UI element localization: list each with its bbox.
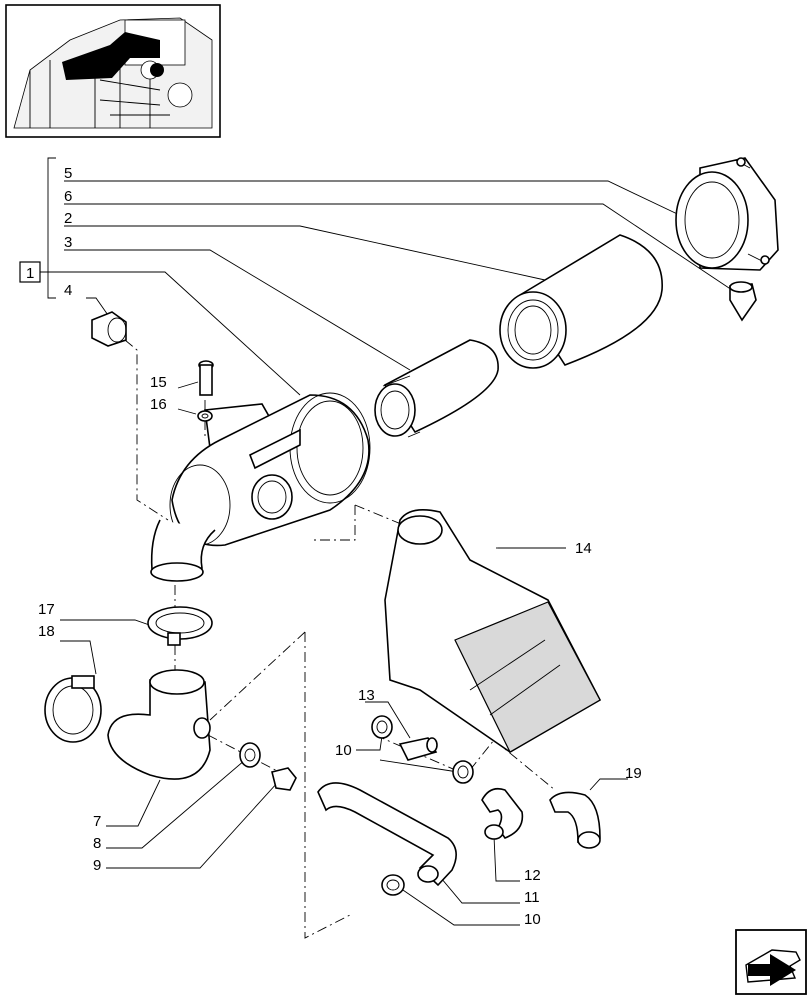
label-16: 16 bbox=[150, 396, 167, 413]
hose-clamp-mid bbox=[452, 760, 474, 784]
label-12: 12 bbox=[524, 867, 541, 884]
blanking-cap bbox=[271, 767, 297, 791]
intake-duct bbox=[384, 509, 602, 753]
long-breather-hose bbox=[317, 782, 457, 887]
label-17: 17 bbox=[38, 601, 55, 618]
label-7: 7 bbox=[93, 813, 101, 830]
hose-clamp-side bbox=[44, 675, 102, 743]
label-10-upper: 10 bbox=[335, 742, 352, 759]
label-1: 1 bbox=[26, 265, 34, 282]
next-page-arrow-icon[interactable] bbox=[735, 929, 807, 995]
tractor-engine-thumbnail-icon bbox=[5, 4, 221, 138]
short-hose bbox=[481, 787, 524, 840]
dust-valve bbox=[729, 281, 757, 322]
bolt bbox=[198, 360, 214, 396]
part-labels: 5 6 2 3 1 4 15 16 17 18 7 8 9 13 10 14 1… bbox=[26, 165, 642, 928]
label-4: 4 bbox=[64, 282, 72, 299]
label-3: 3 bbox=[64, 234, 72, 251]
label-2: 2 bbox=[64, 210, 72, 227]
label-18: 18 bbox=[38, 623, 55, 640]
label-15: 15 bbox=[150, 374, 167, 391]
hose-clamp-lower bbox=[381, 874, 405, 896]
label-13: 13 bbox=[358, 687, 375, 704]
hose-clamp-upper bbox=[371, 715, 393, 739]
label-5: 5 bbox=[64, 165, 72, 182]
label-19: 19 bbox=[625, 765, 642, 782]
hose-clamp-small bbox=[239, 742, 261, 768]
label-6: 6 bbox=[64, 188, 72, 205]
label-14: 14 bbox=[575, 540, 592, 557]
label-8: 8 bbox=[93, 835, 101, 852]
inner-safety-filter bbox=[374, 339, 499, 438]
washer bbox=[197, 410, 213, 422]
label-10-lower: 10 bbox=[524, 911, 541, 928]
restriction-sensor bbox=[91, 311, 127, 347]
hose-connector bbox=[398, 737, 438, 761]
label-11: 11 bbox=[524, 889, 540, 906]
curved-hose bbox=[549, 791, 601, 849]
air-filter-housing bbox=[150, 392, 371, 582]
hose-clamp-large bbox=[147, 606, 213, 646]
elbow-hose bbox=[107, 669, 211, 780]
label-9: 9 bbox=[93, 857, 101, 874]
air-filter-end-cap bbox=[675, 157, 779, 271]
outer-filter-element bbox=[499, 234, 663, 369]
